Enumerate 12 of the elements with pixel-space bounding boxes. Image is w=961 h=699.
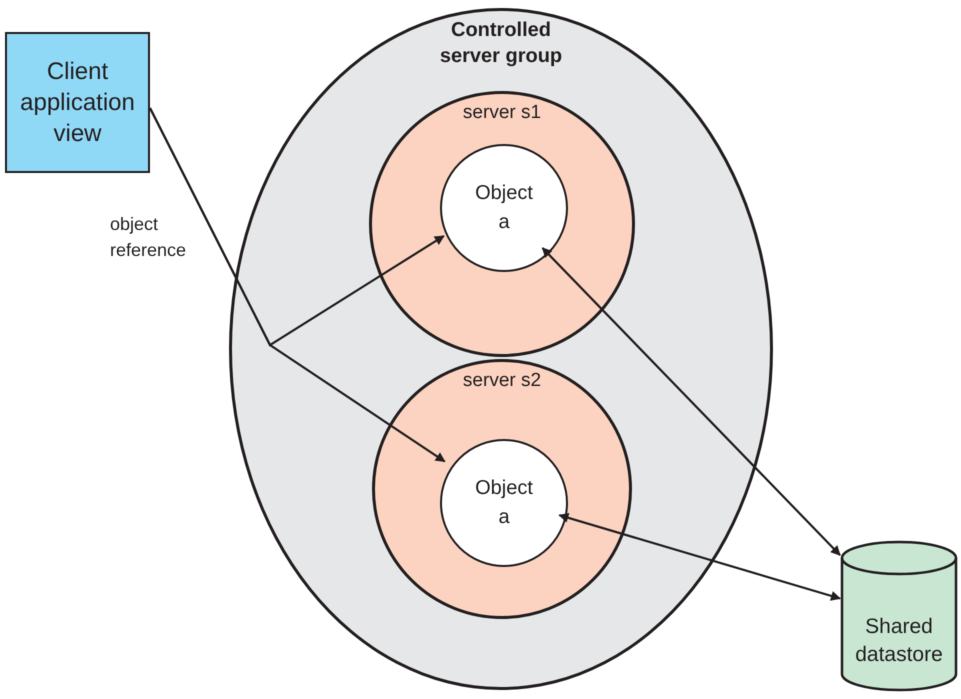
arrow xyxy=(149,108,446,462)
node-label: Shared datastore xyxy=(854,614,944,668)
node-label: Client application view xyxy=(19,57,136,149)
arrow xyxy=(542,247,841,556)
arrow xyxy=(558,512,841,601)
group-title: Controlled server group xyxy=(438,18,564,69)
node-label: Object a xyxy=(474,181,534,235)
node-label: Object a xyxy=(474,476,534,530)
client-box xyxy=(5,32,150,173)
node-label: server s1 xyxy=(462,101,542,125)
edge-label: object reference xyxy=(110,213,188,262)
node-label: server s2 xyxy=(462,369,542,393)
